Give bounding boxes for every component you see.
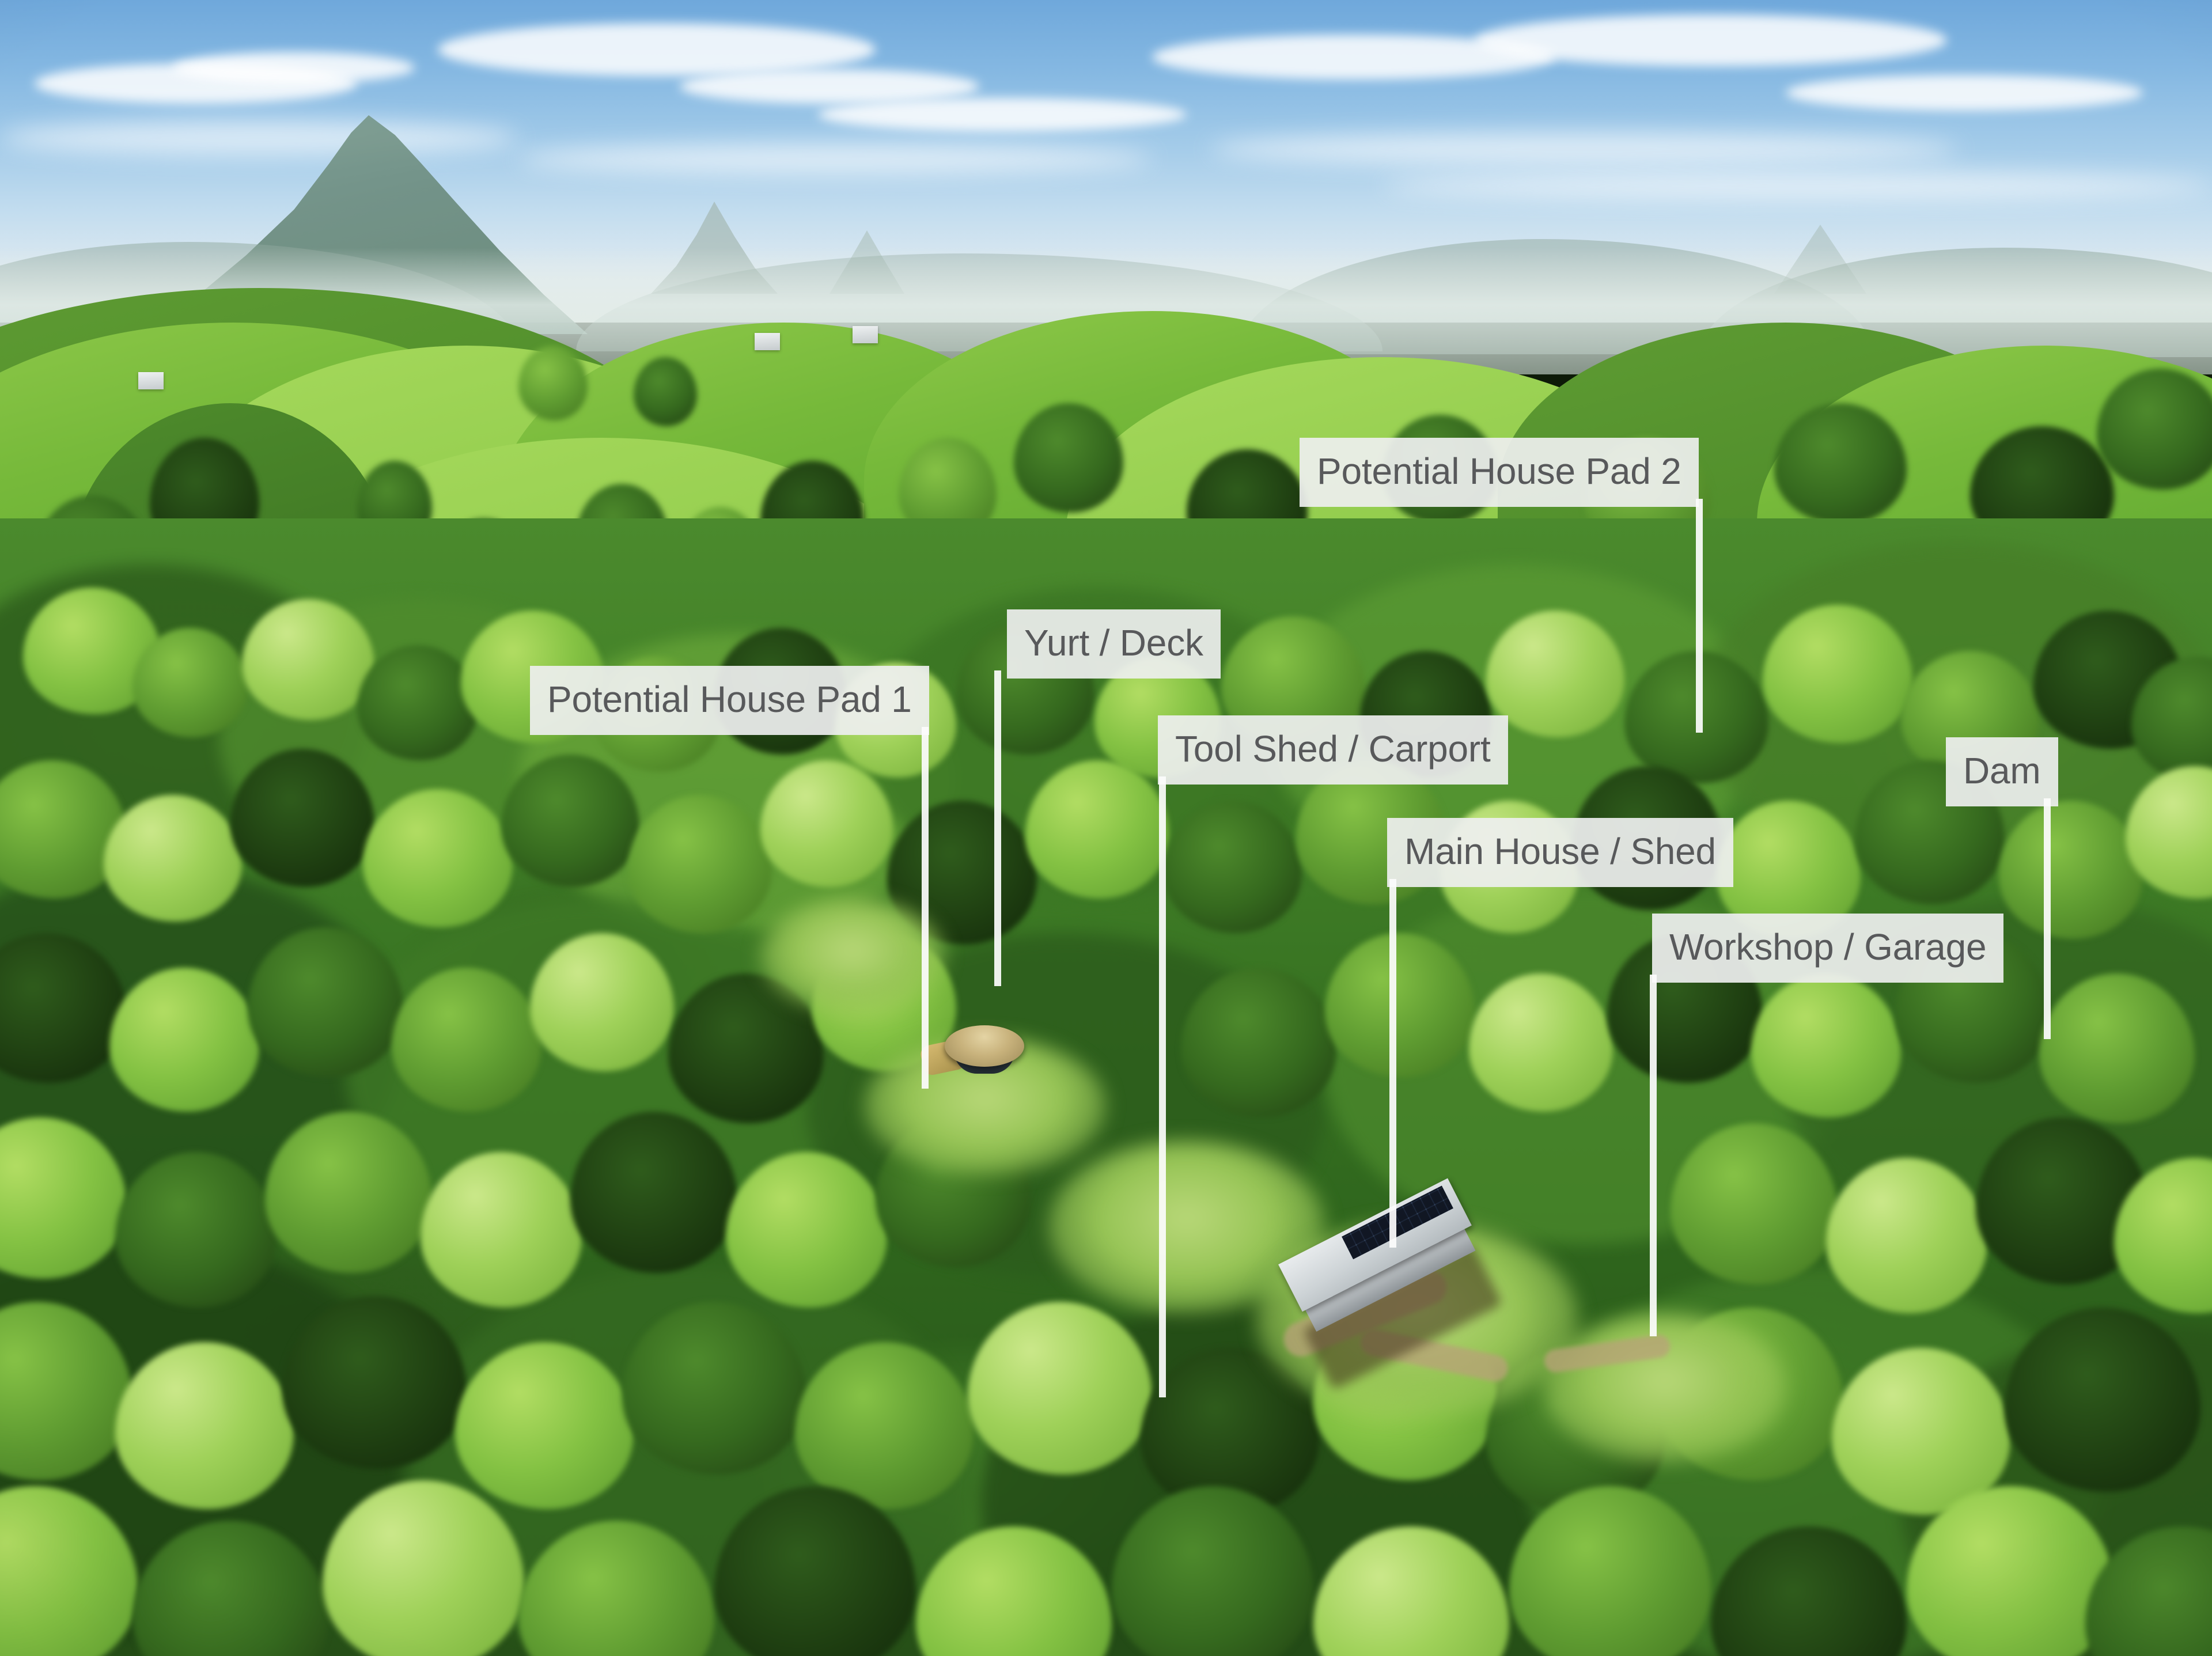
tree [1774,403,1907,524]
tree [282,1296,467,1469]
cloud [0,121,518,156]
tree [1763,605,1912,743]
tree [1999,801,2143,939]
tree [1509,1486,1711,1656]
tree [1014,403,1123,513]
tree [622,1302,806,1475]
tree [530,933,674,1071]
cloud [438,23,876,76]
cloud [173,52,415,84]
leader-line [1389,879,1396,1248]
tree [1112,1486,1313,1656]
tree [357,645,478,760]
distant-house [853,326,878,343]
callout-label[interactable]: Workshop / Garage [1652,914,2004,983]
distant-house [755,333,780,350]
tree [628,795,772,933]
tree [1907,1486,2114,1656]
tree [242,599,374,720]
tree [115,1342,294,1509]
tree [1671,1123,1838,1284]
callout-label[interactable]: Main House / Shed [1387,818,1733,887]
tree [104,795,242,922]
tree [795,1342,974,1509]
tree [421,1152,582,1308]
tree [1325,933,1475,1077]
leader-line [1159,776,1166,1397]
tree [248,927,403,1077]
yurt-roof [945,1025,1024,1067]
tree [115,1152,276,1308]
tree [714,1486,916,1656]
leader-line [922,727,929,1089]
tree [518,346,588,420]
tree [2005,1308,2200,1492]
tree [230,749,374,887]
cloud [680,69,979,104]
tree [760,760,893,887]
cloud [1382,173,2212,199]
callout-label[interactable]: Tool Shed / Carport [1158,715,1508,785]
tree [1469,973,1613,1112]
tree [1025,760,1169,899]
cloud [1210,132,1959,166]
callout-label[interactable]: Potential House Pad 1 [530,666,929,735]
yurt-building [919,1025,1037,1089]
cloud [518,144,1152,174]
tree [109,968,259,1112]
tree [1832,1348,2010,1515]
clearing [1544,1313,1786,1463]
tree [2039,973,2195,1123]
tree [501,755,639,887]
leader-line [1650,975,1657,1336]
tree [392,968,541,1112]
leader-line [1696,499,1703,733]
tree [1826,1158,1987,1313]
leader-line [994,670,1001,986]
tree [1164,801,1302,933]
tree [323,1480,524,1656]
tree [132,628,248,737]
clearing [760,899,945,1014]
tree [265,1112,432,1273]
tree [726,1152,887,1308]
tree [968,1302,1152,1475]
tree [1181,968,1336,1117]
tree [570,1112,737,1273]
tree [1486,611,1624,737]
distant-house [138,372,164,389]
tree [455,1342,634,1509]
tree [2097,369,2212,490]
cloud [818,98,1187,131]
tree [634,357,697,426]
cloud [1786,75,2143,111]
leader-line [2044,798,2051,1039]
cloud [1475,14,1947,66]
callout-label[interactable]: Potential House Pad 2 [1300,438,1699,507]
callout-label[interactable]: Dam [1946,737,2058,806]
tree [1751,973,1901,1117]
tree [363,789,513,927]
callout-label[interactable]: Yurt / Deck [1007,609,1221,679]
